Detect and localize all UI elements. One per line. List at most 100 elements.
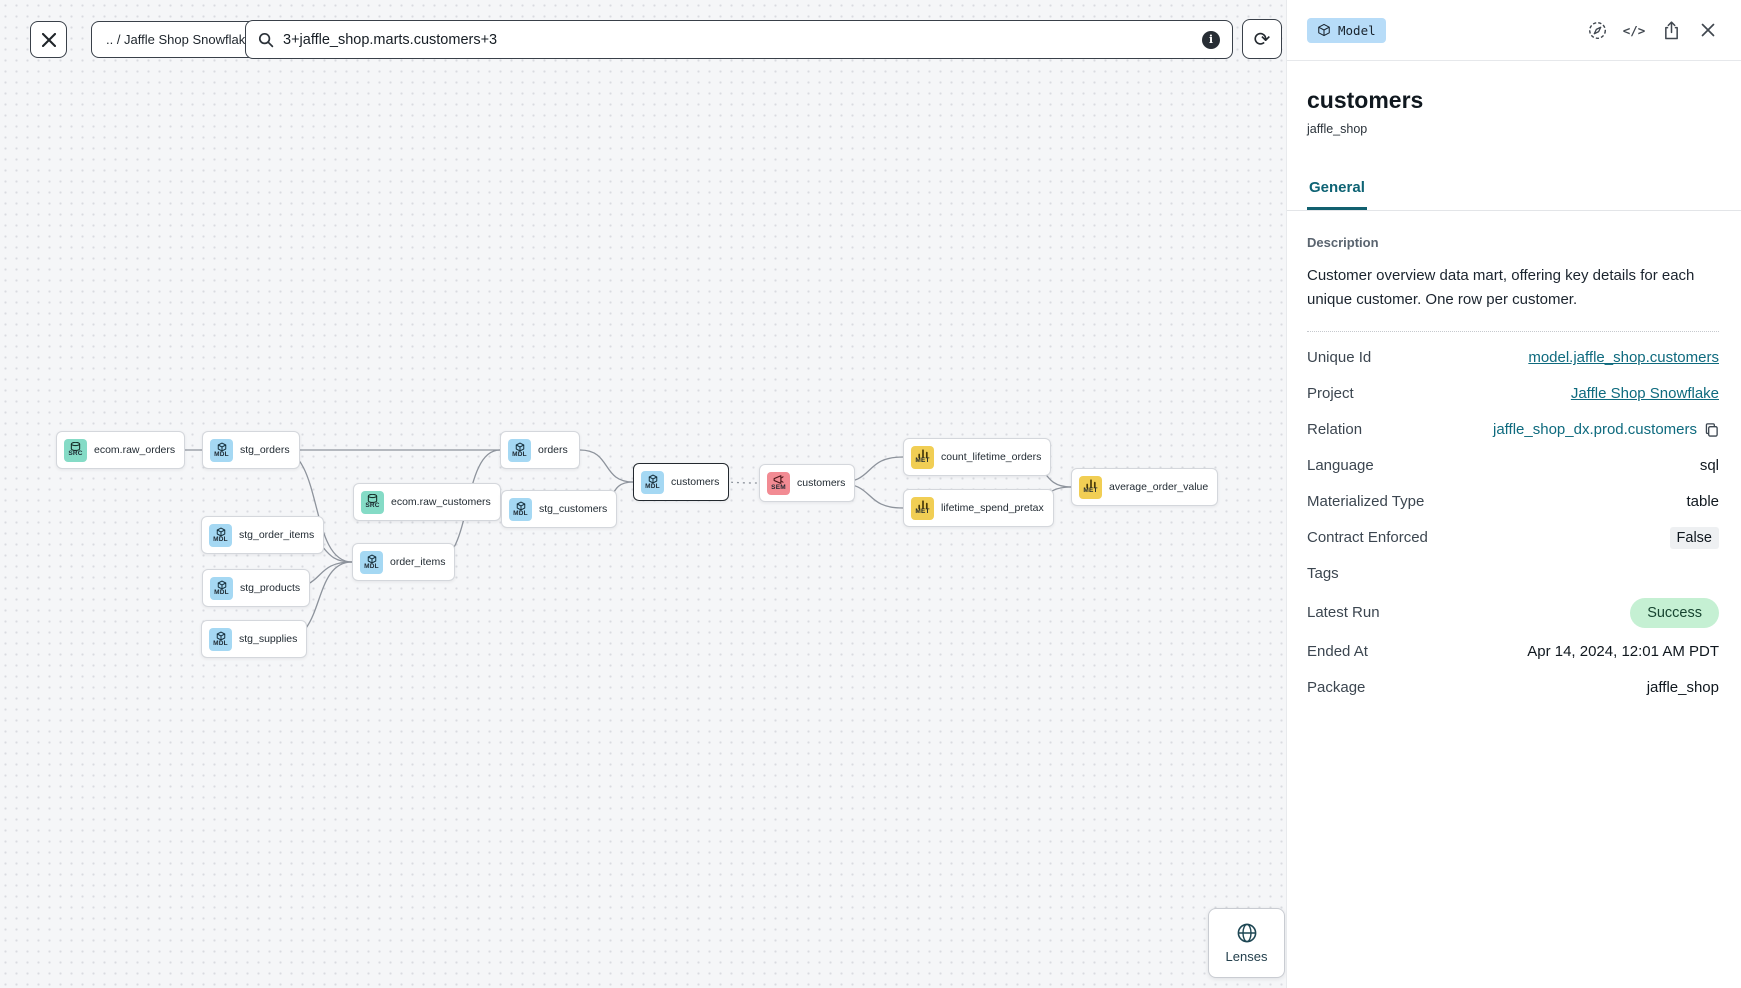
node-label: stg_orders (240, 444, 290, 456)
semantic-megaphone-icon: SEM (767, 471, 790, 495)
close-lineage-button[interactable] (30, 21, 67, 58)
model-cube-icon: MDL (641, 470, 664, 494)
node-label: ecom.raw_orders (94, 444, 176, 456)
model-cube-icon: MDL (508, 438, 531, 462)
field-row-relation: Relation jaffle_shop_dx.prod.customers (1307, 412, 1719, 448)
description-text: Customer overview data mart, offering ke… (1307, 267, 1695, 309)
metric-chart-icon: MET (911, 496, 934, 520)
close-icon (41, 32, 56, 47)
field-value: jaffle_shop_dx.prod.customers (1492, 421, 1697, 439)
node-label: stg_products (240, 582, 301, 594)
graph-node-ecom_raw_orders[interactable]: SRC ecom.raw_orders (56, 431, 186, 469)
graph-node-order_items[interactable]: MDL order_items (352, 543, 456, 581)
graph-node-stg_customers[interactable]: MDL stg_customers (501, 490, 618, 528)
node-label: customers (797, 477, 846, 489)
database-icon: SRC (64, 438, 87, 462)
refresh-button[interactable]: ⟳ (1242, 19, 1282, 59)
field-value: jaffle_shop (1646, 679, 1719, 697)
graph-node-stg_orders[interactable]: MDL stg_orders (202, 431, 300, 469)
node-label: stg_order_items (239, 529, 315, 541)
field-label: Project (1307, 385, 1354, 403)
field-label: Contract Enforced (1307, 529, 1428, 547)
graph-node-customers[interactable]: MDL customers (633, 463, 730, 501)
graph-node-count_lifetime_orders[interactable]: MET count_lifetime_orders (903, 438, 1052, 476)
metric-chart-icon: MET (1079, 475, 1102, 499)
model-cube-icon: MDL (509, 497, 532, 521)
tab-general[interactable]: General (1307, 170, 1367, 210)
details-panel: Model </> (1286, 0, 1741, 988)
compass-icon[interactable] (1586, 19, 1608, 41)
field-row-language: Language sql (1307, 448, 1719, 484)
node-label: customers (671, 476, 720, 488)
tab-bar: General (1287, 170, 1741, 211)
field-label: Materialized Type (1307, 493, 1425, 511)
node-label: count_lifetime_orders (941, 451, 1042, 463)
selector-search-input[interactable]: 3+jaffle_shop.marts.customers+3 i (245, 20, 1233, 59)
node-label: stg_supplies (239, 633, 298, 645)
refresh-icon: ⟳ (1253, 28, 1271, 51)
copy-icon[interactable] (1704, 422, 1719, 437)
description-heading: Description (1307, 235, 1379, 250)
field-label: Latest Run (1307, 604, 1380, 622)
field-row-materialized-type: Materialized Type table (1307, 484, 1719, 520)
model-cube-icon: MDL (210, 438, 233, 462)
metric-chart-icon: MET (911, 445, 934, 469)
graph-node-ecom_raw_customers[interactable]: SRC ecom.raw_customers (353, 483, 501, 521)
graph-node-orders[interactable]: MDL orders (500, 431, 580, 469)
model-cube-icon: MDL (209, 523, 232, 547)
field-label: Unique Id (1307, 349, 1372, 367)
field-row-project: Project Jaffle Shop Snowflake (1307, 376, 1719, 412)
node-label: stg_customers (539, 503, 608, 515)
resource-type-badge: Model (1307, 17, 1386, 43)
graph-node-stg_order_items[interactable]: MDL stg_order_items (201, 516, 325, 554)
node-label: orders (538, 444, 568, 456)
divider (1307, 330, 1719, 332)
field-row-latest-run: Latest Run Success (1307, 592, 1719, 634)
node-label: average_order_value (1109, 481, 1209, 493)
node-label: order_items (390, 556, 446, 568)
lenses-button[interactable]: Lenses (1208, 908, 1285, 978)
field-value-link[interactable]: model.jaffle_shop.customers (1528, 349, 1719, 367)
status-badge: Success (1630, 597, 1719, 628)
field-value: Apr 14, 2024, 12:01 AM PDT (1527, 643, 1719, 661)
graph-node-stg_products[interactable]: MDL stg_products (202, 569, 311, 607)
share-icon[interactable] (1660, 19, 1682, 41)
field-row-ended-at: Ended At Apr 14, 2024, 12:01 AM PDT (1307, 634, 1719, 670)
field-row-tags: Tags (1307, 556, 1719, 592)
model-cube-icon: MDL (209, 627, 232, 651)
graph-node-average_order_value[interactable]: MET average_order_value (1071, 468, 1219, 506)
info-icon[interactable]: i (1202, 30, 1220, 49)
field-row-unique-id: Unique Id model.jaffle_shop.customers (1307, 340, 1719, 376)
graph-node-lifetime_spend_pretax[interactable]: MET lifetime_spend_pretax (903, 489, 1054, 527)
search-icon (258, 32, 274, 47)
panel-header: Model </> (1287, 0, 1741, 61)
model-cube-icon: MDL (210, 576, 233, 600)
field-label: Tags (1307, 565, 1339, 583)
field-value: sql (1699, 457, 1719, 475)
graph-node-customers_sem[interactable]: SEM customers (759, 464, 856, 502)
lenses-label: Lenses (1225, 949, 1268, 964)
node-label: lifetime_spend_pretax (941, 502, 1044, 514)
field-value: table (1686, 493, 1719, 511)
search-value: 3+jaffle_shop.marts.customers+3 (283, 31, 498, 48)
model-cube-icon (1318, 23, 1330, 37)
graph-node-stg_supplies[interactable]: MDL stg_supplies (201, 620, 308, 658)
field-value-link[interactable]: Jaffle Shop Snowflake (1570, 385, 1719, 403)
field-label: Ended At (1307, 643, 1368, 661)
model-cube-icon: MDL (360, 550, 383, 574)
node-label: ecom.raw_customers (391, 496, 491, 508)
lens-globe-icon (1237, 923, 1256, 943)
breadcrumb-label: .. / Jaffle Shop Snowflake (106, 32, 253, 47)
field-label: Relation (1307, 421, 1363, 439)
field-row-contract-enforced: Contract Enforced False (1307, 520, 1719, 556)
code-icon[interactable]: </> (1622, 22, 1646, 38)
breadcrumb[interactable]: .. / Jaffle Shop Snowflake (91, 21, 268, 58)
package-subtitle: jaffle_shop (1307, 122, 1368, 136)
close-panel-icon[interactable] (1697, 19, 1719, 41)
page-title: customers (1307, 87, 1424, 113)
field-value-chip: False (1669, 526, 1719, 549)
field-label: Language (1307, 457, 1374, 475)
database-icon: SRC (361, 490, 384, 514)
